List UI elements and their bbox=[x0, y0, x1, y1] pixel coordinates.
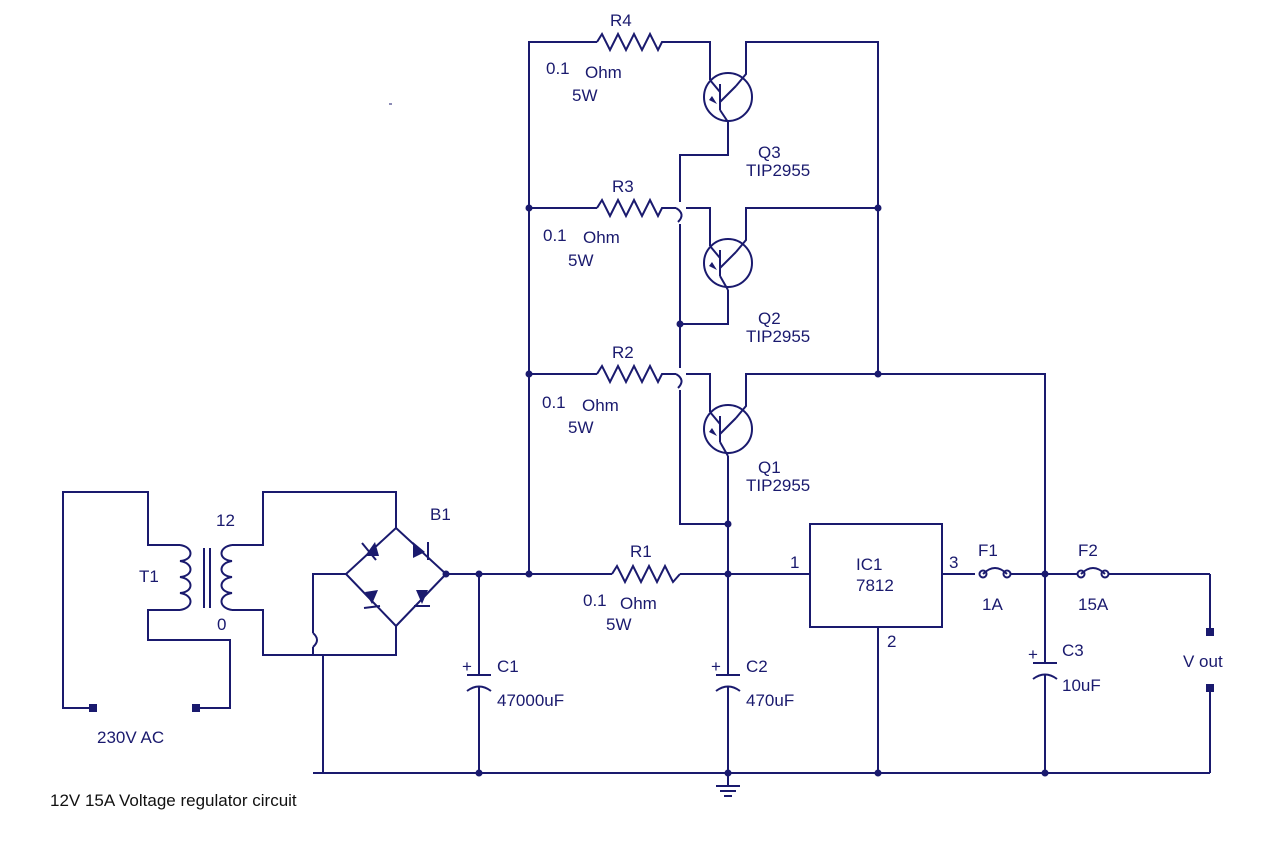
fuse-f1: F1 1A bbox=[978, 541, 1045, 614]
transistor-q2: Q2 TIP2955 bbox=[703, 207, 878, 346]
fuse-f2: F2 15A bbox=[1045, 541, 1210, 614]
r4-power: 5W bbox=[572, 86, 598, 105]
ground-symbol bbox=[716, 773, 740, 797]
r1-power: 5W bbox=[606, 615, 632, 634]
ic1-pin-gnd: 2 bbox=[887, 632, 896, 651]
resistor-r4: R4 0.1 Ohm 5W bbox=[546, 11, 711, 105]
q2-ref: Q2 bbox=[758, 309, 781, 328]
emitter-resistor-bus bbox=[525, 41, 597, 574]
r3-value: 0.1 bbox=[543, 226, 567, 245]
f2-rating: 15A bbox=[1078, 595, 1109, 614]
capacitor-c1: + C1 47000uF bbox=[462, 574, 564, 773]
base-drive-bus bbox=[676, 122, 732, 574]
q3-part: TIP2955 bbox=[746, 161, 810, 180]
r3-unit: Ohm bbox=[583, 228, 620, 247]
secondary-top-label: 12 bbox=[216, 511, 235, 530]
r1-unit: Ohm bbox=[620, 594, 657, 613]
ic1-pin-out: 3 bbox=[949, 553, 958, 572]
ic1-ref: IC1 bbox=[856, 555, 882, 574]
f1-ref: F1 bbox=[978, 541, 998, 560]
c2-value: 470uF bbox=[746, 691, 794, 710]
transformer-ref: T1 bbox=[139, 567, 159, 586]
r2-power: 5W bbox=[568, 418, 594, 437]
diode-icon bbox=[363, 590, 381, 609]
q1-ref: Q1 bbox=[758, 458, 781, 477]
r1-ref: R1 bbox=[630, 542, 652, 561]
resistor-r3: R3 0.1 Ohm 5W bbox=[543, 177, 711, 270]
resistor-r2: R2 0.1 Ohm 5W bbox=[542, 343, 711, 437]
diode-icon bbox=[413, 542, 429, 560]
polarity-plus-icon: + bbox=[1028, 645, 1038, 664]
diode-icon bbox=[361, 542, 379, 561]
c1-ref: C1 bbox=[497, 657, 519, 676]
f2-ref: F2 bbox=[1078, 541, 1098, 560]
c2-ref: C2 bbox=[746, 657, 768, 676]
output-terminals: V out bbox=[1183, 574, 1223, 692]
r4-value: 0.1 bbox=[546, 59, 570, 78]
bridge-ref: B1 bbox=[430, 505, 451, 524]
r4-unit: Ohm bbox=[585, 63, 622, 82]
vout-terminal-positive bbox=[1206, 628, 1214, 636]
c3-ref: C3 bbox=[1062, 641, 1084, 660]
q3-ref: Q3 bbox=[758, 143, 781, 162]
r2-value: 0.1 bbox=[542, 393, 566, 412]
capacitor-c3: + C3 10uF bbox=[1028, 574, 1101, 773]
diode-icon bbox=[414, 590, 430, 607]
q2-part: TIP2955 bbox=[746, 327, 810, 346]
ac-terminal-1 bbox=[89, 704, 97, 712]
transformer-t1: T1 12 0 bbox=[139, 491, 397, 656]
transistor-q3: Q3 TIP2955 bbox=[703, 41, 879, 208]
ic1-pin-in: 1 bbox=[790, 553, 799, 572]
bridge-rectifier-b1: B1 bbox=[312, 505, 451, 773]
resistor-r1: R1 0.1 Ohm 5W bbox=[583, 542, 681, 634]
polarity-plus-icon: + bbox=[462, 657, 472, 676]
polarity-plus-icon: + bbox=[711, 657, 721, 676]
r2-ref: R2 bbox=[612, 343, 634, 362]
r3-ref: R3 bbox=[612, 177, 634, 196]
ic1-part: 7812 bbox=[856, 576, 894, 595]
vout-terminal-negative bbox=[1206, 684, 1214, 692]
r3-power: 5W bbox=[568, 251, 594, 270]
diagram-caption: 12V 15A Voltage regulator circuit bbox=[50, 791, 297, 810]
collector-rail bbox=[874, 204, 1046, 574]
f1-rating: 1A bbox=[982, 595, 1003, 614]
transistor-q1: Q1 TIP2955 bbox=[703, 373, 878, 495]
q1-part: TIP2955 bbox=[746, 476, 810, 495]
c3-value: 10uF bbox=[1062, 676, 1101, 695]
r2-unit: Ohm bbox=[582, 396, 619, 415]
ac-terminal-2 bbox=[192, 704, 200, 712]
secondary-bottom-label: 0 bbox=[217, 615, 226, 634]
r1-value: 0.1 bbox=[583, 591, 607, 610]
regulator-ic1: IC1 7812 1 3 2 bbox=[790, 523, 975, 773]
c1-value: 47000uF bbox=[497, 691, 564, 710]
r4-ref: R4 bbox=[610, 11, 632, 30]
ac-input-label: 230V AC bbox=[97, 728, 164, 747]
capacitor-c2: + C2 470uF bbox=[711, 574, 794, 773]
vout-label: V out bbox=[1183, 652, 1223, 671]
ac-input: 230V AC bbox=[62, 491, 231, 747]
